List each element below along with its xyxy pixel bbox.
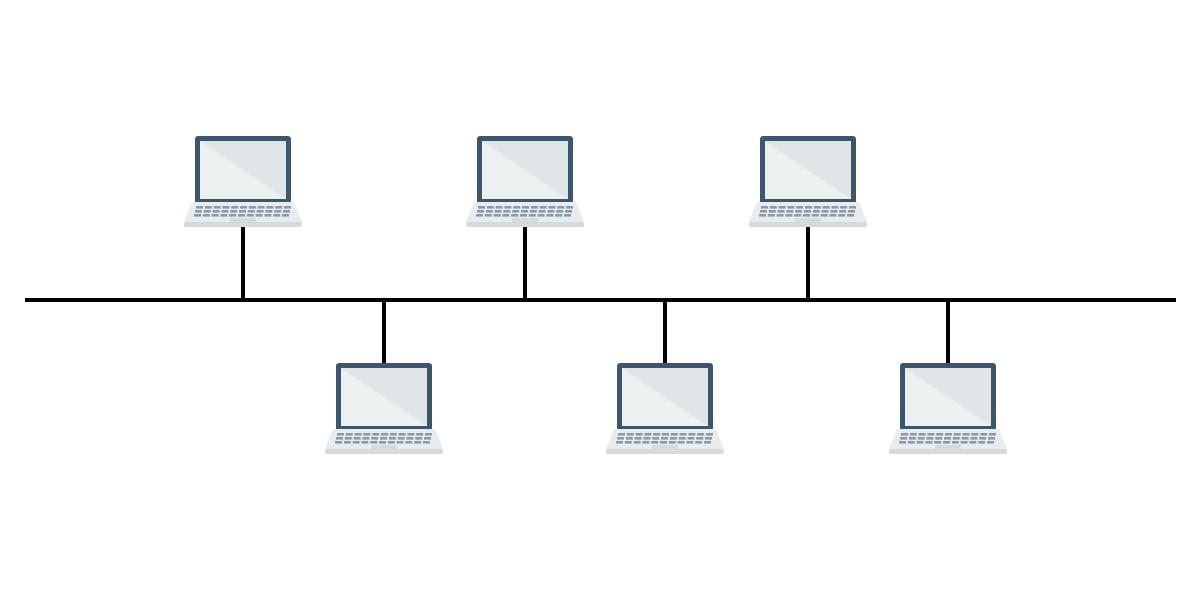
laptop-icon (889, 363, 1007, 454)
laptop-icon (184, 136, 302, 227)
laptop-icon (606, 363, 724, 454)
nodes (184, 136, 1007, 454)
laptop-icon (749, 136, 867, 227)
connections (241, 226, 950, 364)
laptop-icon (325, 363, 443, 454)
laptop-icon (466, 136, 584, 227)
